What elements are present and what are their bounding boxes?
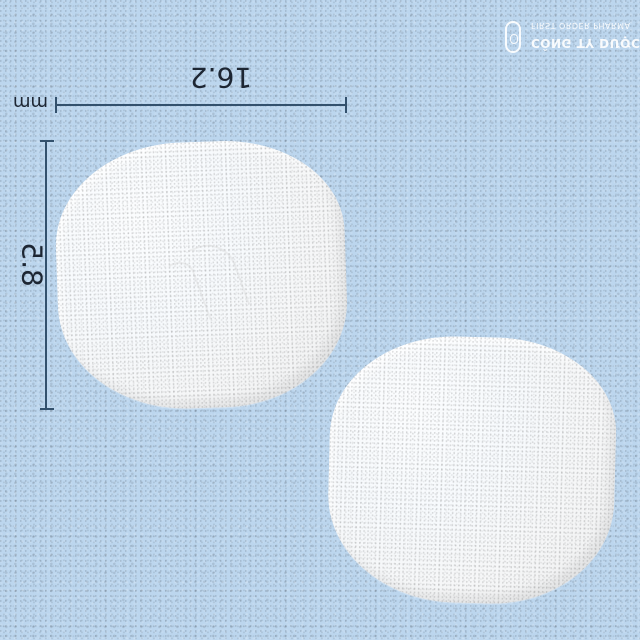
height-dimension-line (45, 140, 47, 408)
brand-logo-line-1: FIRST ORDER PHARMA (531, 21, 631, 30)
width-dimension-left-cap (55, 97, 57, 113)
height-dimension-bottom-cap (40, 408, 54, 410)
tablet-imprint (168, 231, 265, 353)
brand-logo-line-2: CÔNG TY DƯỢC (531, 36, 640, 50)
width-dimension-marker (55, 97, 347, 113)
height-dimension-value: 8.5 (15, 242, 49, 287)
pill-logo-icon (505, 21, 521, 53)
width-dimension-line (55, 104, 345, 106)
height-dimension-marker (40, 140, 54, 410)
dimension-unit-label: mm (12, 92, 48, 113)
height-dimension-top-cap (40, 140, 54, 142)
right-tablet (325, 333, 619, 607)
width-dimension-value: 16.2 (189, 61, 253, 94)
width-dimension-right-cap (345, 97, 347, 113)
brand-logo: FIRST ORDER PHARMA CÔNG TY DƯỢC (505, 19, 640, 57)
